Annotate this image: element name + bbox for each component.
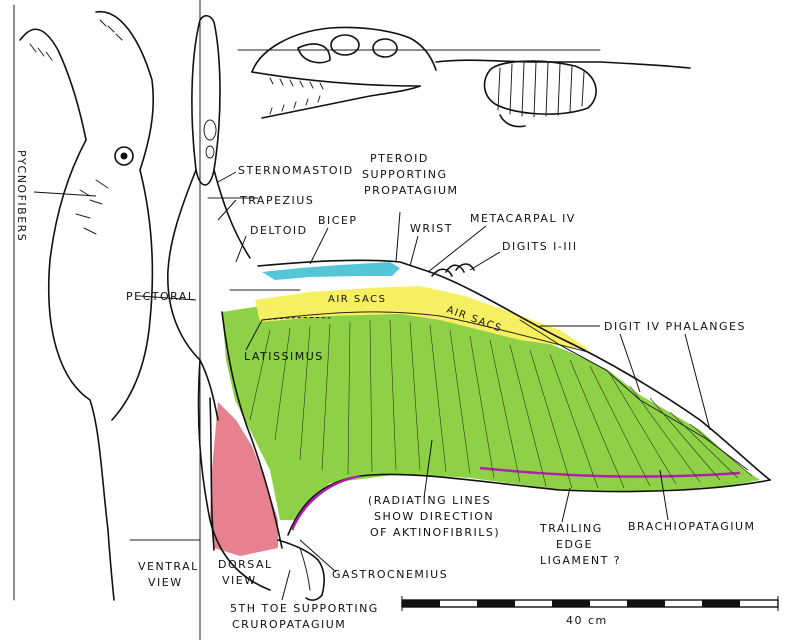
label-toe-line2: CRUROPATAGIUM — [232, 618, 346, 631]
dorsal-view-body — [167, 14, 271, 591]
cruropatagium-region — [210, 402, 278, 556]
label-gastrocnemius: GASTROCNEMIUS — [332, 568, 448, 581]
label-brachiopatagium: BRACHIOPATAGIUM — [628, 520, 756, 533]
wing-outline — [209, 259, 771, 551]
label-sternomastoid: STERNOMASTOID — [238, 164, 354, 177]
scale-bar — [401, 596, 779, 611]
label-dorsal-line2: VIEW — [222, 574, 257, 587]
label-scale: 40 cm — [566, 614, 608, 627]
colored-regions — [210, 262, 760, 556]
label-pteroid-line2: SUPPORTING — [362, 168, 448, 181]
label-trapezius: TRAPEZIUS — [239, 194, 314, 207]
label-ventral-line2: VIEW — [148, 576, 183, 589]
ventral-view-body — [19, 10, 155, 601]
label-wrist: WRIST — [410, 222, 453, 235]
label-deltoid: DELTOID — [250, 224, 308, 237]
label-latissimus: LATISSIMUS — [244, 350, 324, 363]
skeleton-sketch — [251, 26, 691, 128]
label-trailing-line1: TRAILING — [539, 522, 603, 535]
label-radiating-line3: OF AKTINOFIBRILS) — [370, 526, 500, 539]
label-digits: DIGITS I-III — [502, 240, 578, 253]
label-bicep: BICEP — [318, 214, 358, 227]
hindlimb — [277, 539, 325, 601]
wing-membrane-region — [222, 296, 760, 520]
label-digit-phalanges: DIGIT IV PHALANGES — [604, 320, 746, 333]
label-pectoral: PECTORAL — [126, 290, 196, 303]
label-radiating-line1: (RADIATING LINES — [368, 494, 491, 507]
label-pycnofibers: PYCNOFIBERS — [15, 150, 28, 242]
digit-claws — [431, 263, 475, 277]
label-pteroid-line1: PTEROID — [370, 152, 429, 165]
air-sacs-region — [255, 286, 590, 350]
label-trailing-line2: EDGE — [556, 538, 593, 551]
label-metacarpal: METACARPAL IV — [470, 212, 576, 225]
label-trailing-line3: LIGAMENT ? — [540, 554, 621, 567]
label-radiating-line2: SHOW DIRECTION — [374, 510, 494, 523]
label-dorsal-line1: DORSAL — [218, 558, 273, 571]
label-ventral-line1: VENTRAL — [138, 560, 199, 573]
label-toe-line1: 5TH TOE SUPPORTING — [230, 602, 379, 615]
leader-lines — [33, 171, 711, 601]
label-air-sacs-1: AIR SACS — [328, 294, 386, 305]
label-pteroid-line3: PROPATAGIUM — [364, 184, 459, 197]
aktinofibril-lines — [249, 319, 753, 489]
propatagium-region — [262, 262, 400, 280]
